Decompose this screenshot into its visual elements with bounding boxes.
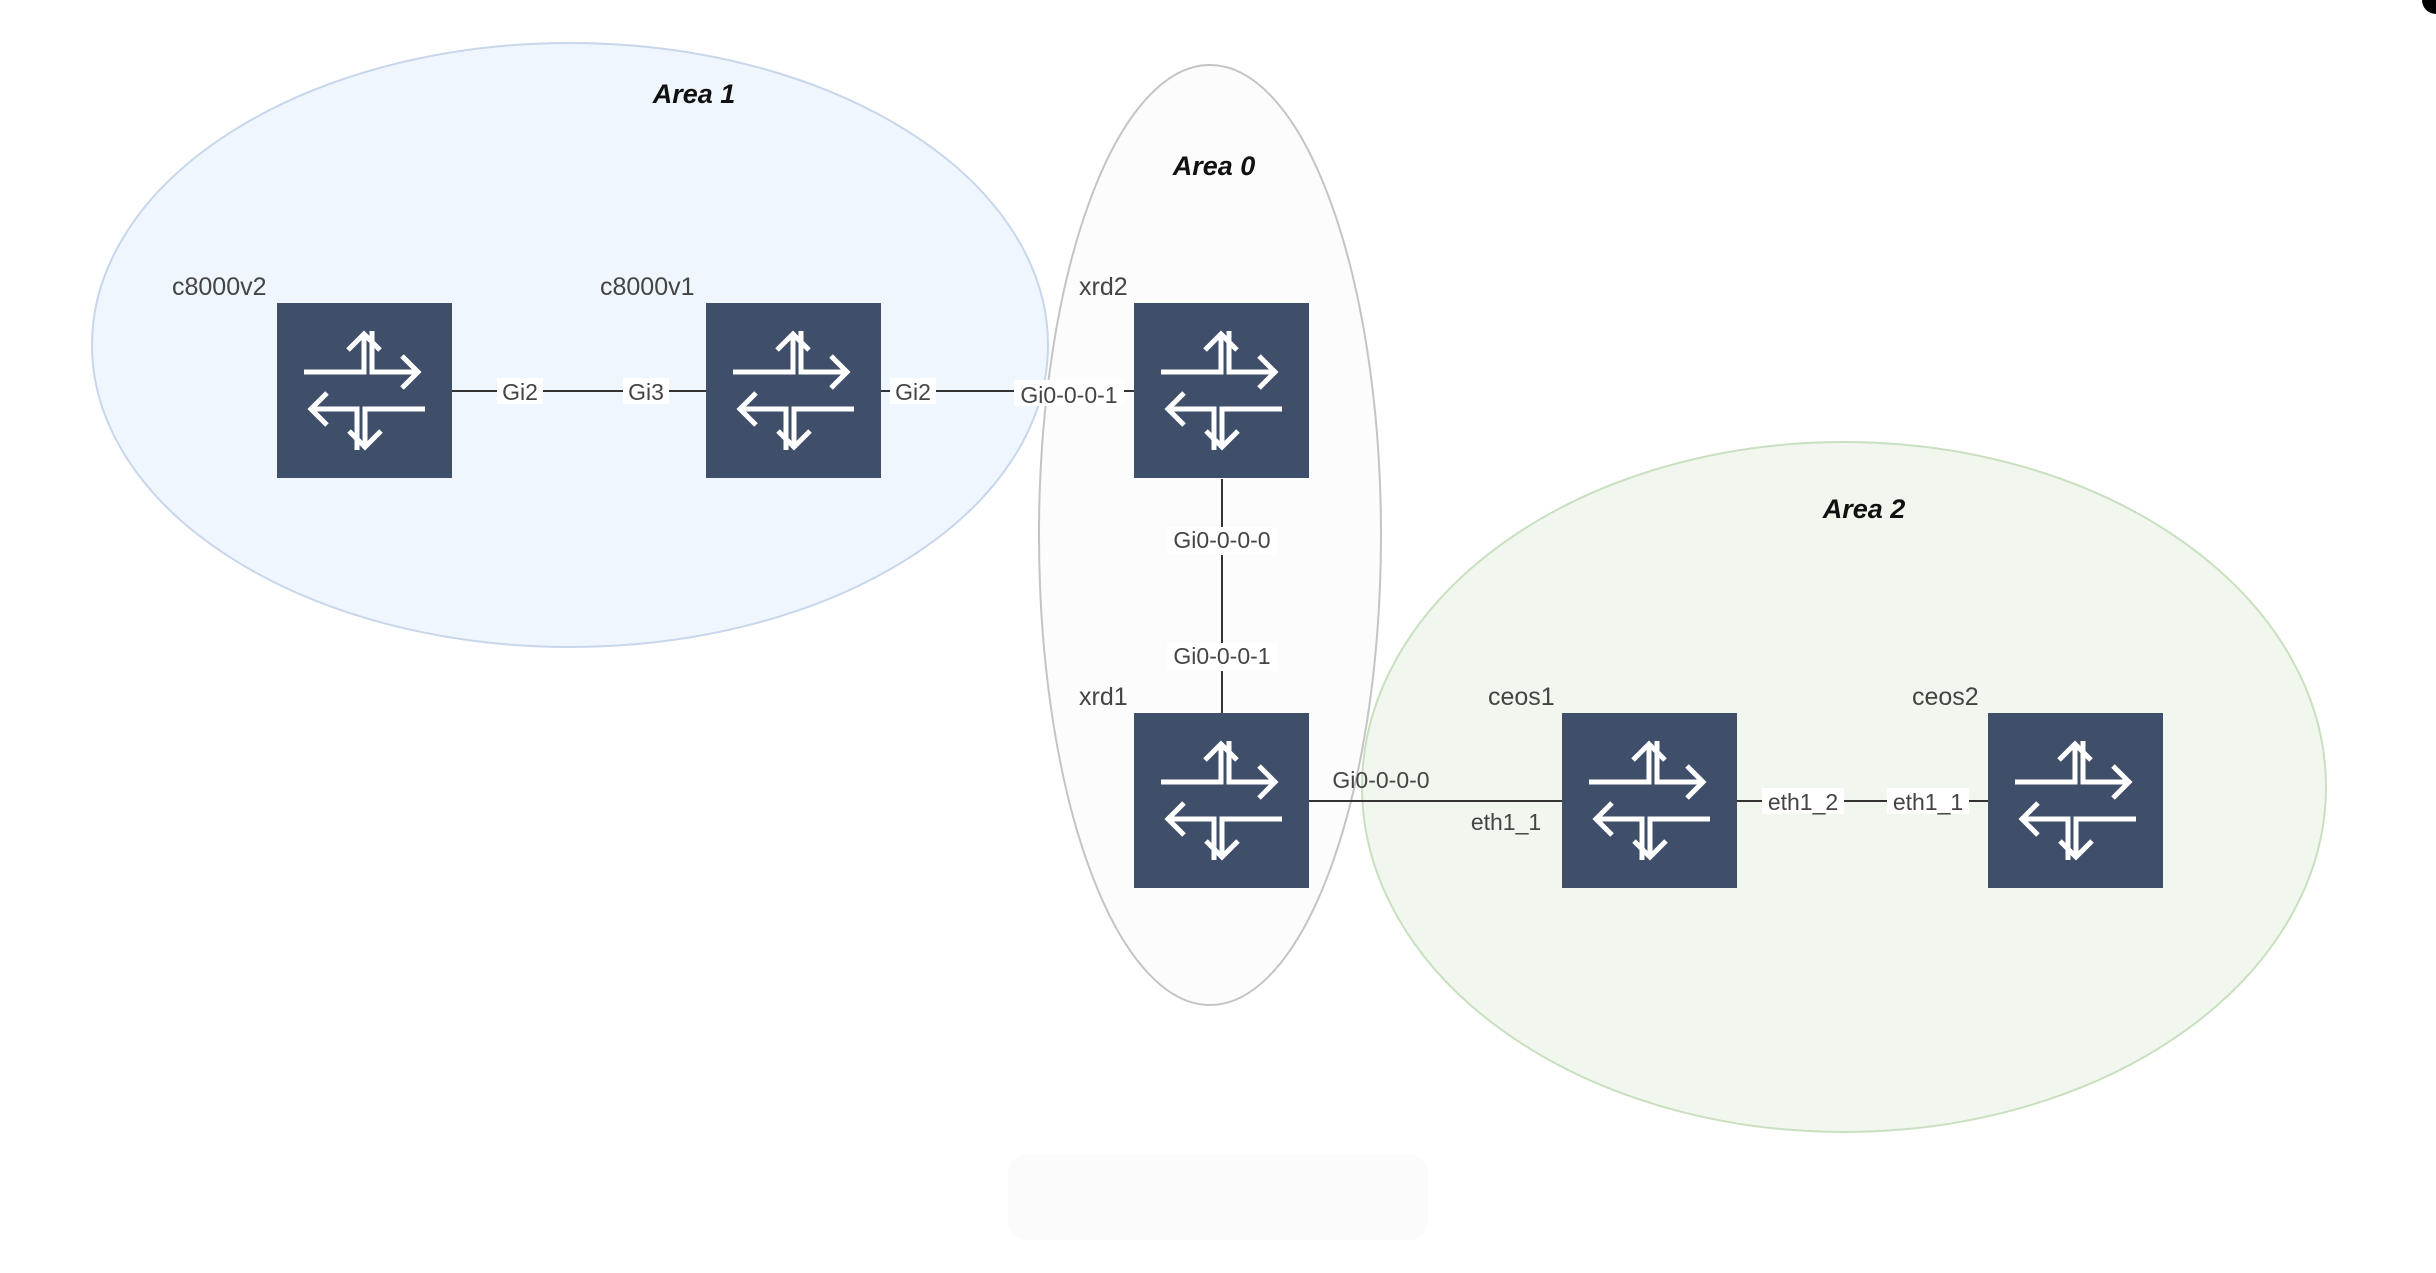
router-c8000v1[interactable]	[706, 303, 881, 478]
router-icon	[1988, 713, 2163, 888]
svg-text:eth1_2: eth1_2	[1768, 789, 1838, 815]
area-2-zone	[1361, 441, 2327, 1133]
svg-text:Gi2: Gi2	[895, 379, 931, 405]
port-label-c8000v1-gi3: Gi3	[623, 378, 669, 405]
svg-text:Gi0-0-0-1: Gi0-0-0-1	[1173, 643, 1270, 669]
router-label-ceos1: ceos1	[1488, 683, 1555, 711]
port-label-ceos1-eth1-1: eth1_1	[1471, 809, 1541, 835]
port-label-xrd2-gi0-0-0-1: Gi0-0-0-1	[1014, 380, 1124, 408]
port-label-ceos2-eth1-1: eth1_1	[1887, 788, 1969, 815]
router-label-xrd2: xrd2	[1079, 273, 1128, 301]
area-2-label: Area 2	[1822, 494, 1906, 524]
router-icon	[1134, 713, 1309, 888]
router-icon	[706, 303, 881, 478]
port-label-ceos1-eth1-2: eth1_2	[1762, 788, 1844, 815]
router-label-c8000v1: c8000v1	[600, 273, 695, 301]
svg-text:Gi0-0-0-0: Gi0-0-0-0	[1332, 767, 1429, 793]
router-ceos1[interactable]	[1562, 713, 1737, 888]
router-c8000v2[interactable]	[277, 303, 452, 478]
area-0-label: Area 0	[1172, 151, 1256, 181]
svg-text:Gi0-0-0-0: Gi0-0-0-0	[1173, 527, 1270, 553]
router-icon	[277, 303, 452, 478]
svg-text:Gi3: Gi3	[628, 379, 664, 405]
router-icon	[1134, 303, 1309, 478]
svg-text:eth1_1: eth1_1	[1893, 789, 1963, 815]
area-1-label: Area 1	[652, 79, 736, 109]
faded-toolbar	[1008, 1155, 1428, 1240]
port-label-xrd1-gi0-0-0-1: Gi0-0-0-1	[1167, 643, 1277, 671]
port-label-xrd1-gi0-0-0-0: Gi0-0-0-0	[1332, 767, 1429, 793]
router-xrd1[interactable]	[1134, 713, 1309, 888]
router-xrd2[interactable]	[1134, 303, 1309, 478]
router-label-ceos2: ceos2	[1912, 683, 1979, 711]
port-label-c8000v1-gi2: Gi2	[890, 378, 936, 405]
router-icon	[1562, 713, 1737, 888]
svg-text:eth1_1: eth1_1	[1471, 809, 1541, 835]
svg-text:Gi2: Gi2	[502, 379, 538, 405]
router-label-xrd1: xrd1	[1079, 683, 1128, 711]
port-label-xrd2-gi0-0-0-0: Gi0-0-0-0	[1167, 527, 1277, 555]
port-label-c8000v2-gi2: Gi2	[497, 378, 543, 405]
router-ceos2[interactable]	[1988, 713, 2163, 888]
svg-text:Gi0-0-0-1: Gi0-0-0-1	[1020, 382, 1117, 408]
area-1-zone	[91, 42, 1049, 648]
router-label-c8000v2: c8000v2	[172, 273, 267, 301]
